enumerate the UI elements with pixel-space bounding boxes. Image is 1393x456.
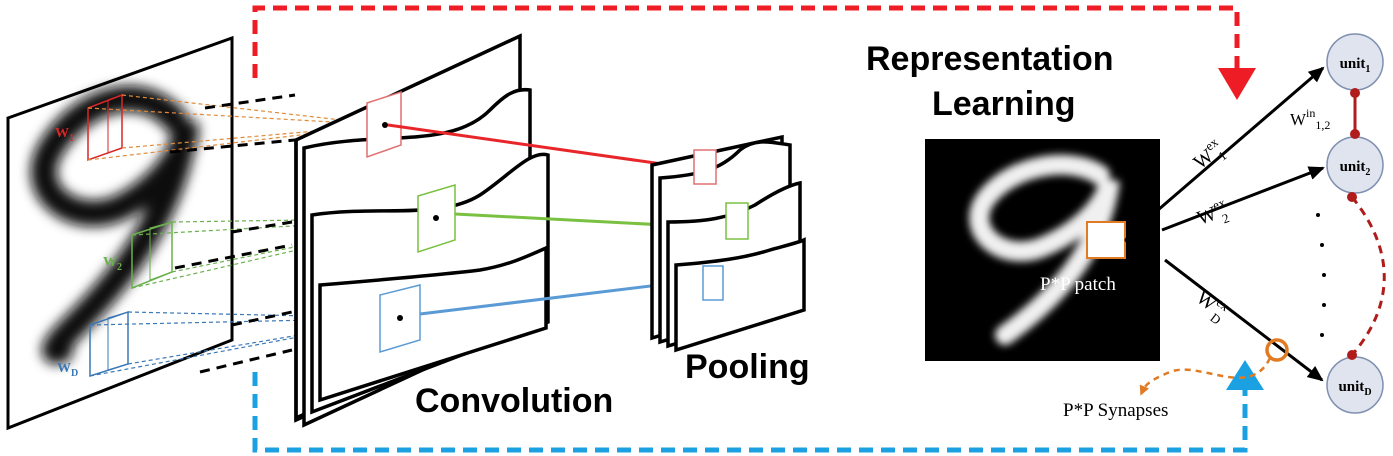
pool-window-2: [725, 202, 749, 240]
conv-map-4: [318, 245, 548, 403]
synapse-circle: [1265, 338, 1289, 362]
synapses-label: P*P Synapses: [1063, 400, 1168, 421]
feedback-loop: [252, 5, 1264, 453]
filter-weight-label-d: WD: [57, 361, 78, 379]
conv-to-pool-arrow-red: [387, 123, 692, 172]
top-dashed-path: [252, 5, 1240, 80]
inhibitory-weight-label: Win1,2: [1290, 106, 1330, 132]
unit-1-label: unit1: [1340, 56, 1371, 75]
pool-window-d: [702, 265, 724, 301]
pooling-label: Pooling: [685, 348, 810, 386]
filter-weight-label-1: W1: [55, 126, 74, 144]
convolution-label: Convolution: [415, 382, 613, 420]
filter-weight-label-2: W2: [103, 255, 122, 273]
convolution-stack: [294, 33, 550, 428]
ex-arrow-1: [1157, 66, 1325, 212]
pooling-stack: [650, 134, 806, 353]
ex-weight-label-2: Wex2: [1193, 194, 1233, 234]
ex-arrow-d: [1164, 258, 1324, 382]
patch-label: P*P patch: [1040, 274, 1116, 295]
up-arrow-head: [1226, 360, 1264, 390]
inhibitory-links: [1316, 88, 1386, 360]
synapse-annotation-arrow: [1139, 357, 1272, 396]
input-plane: [6, 35, 234, 431]
pool-window-1: [693, 149, 717, 185]
unit-2-label: unit2: [1340, 159, 1371, 178]
ex-weight-label-1: Wex1: [1187, 134, 1231, 178]
patch-box: [1086, 221, 1126, 259]
output-units: unit1 unit2 unitD: [1326, 33, 1384, 414]
unit-d-label: unitD: [1338, 379, 1371, 398]
representation-label-line1: Representation: [866, 40, 1114, 78]
excitatory-arrows: [1157, 66, 1325, 382]
ex-arrow-2: [1161, 166, 1325, 232]
ex-weight-label-d: WexD: [1189, 283, 1234, 327]
representation-image: P*P patch: [925, 139, 1160, 361]
bottom-dashed-path: [252, 372, 1248, 453]
input-digit-image: [30, 85, 199, 365]
down-arrow-head: [1218, 68, 1256, 100]
representation-label-line2: Learning: [932, 85, 1076, 123]
